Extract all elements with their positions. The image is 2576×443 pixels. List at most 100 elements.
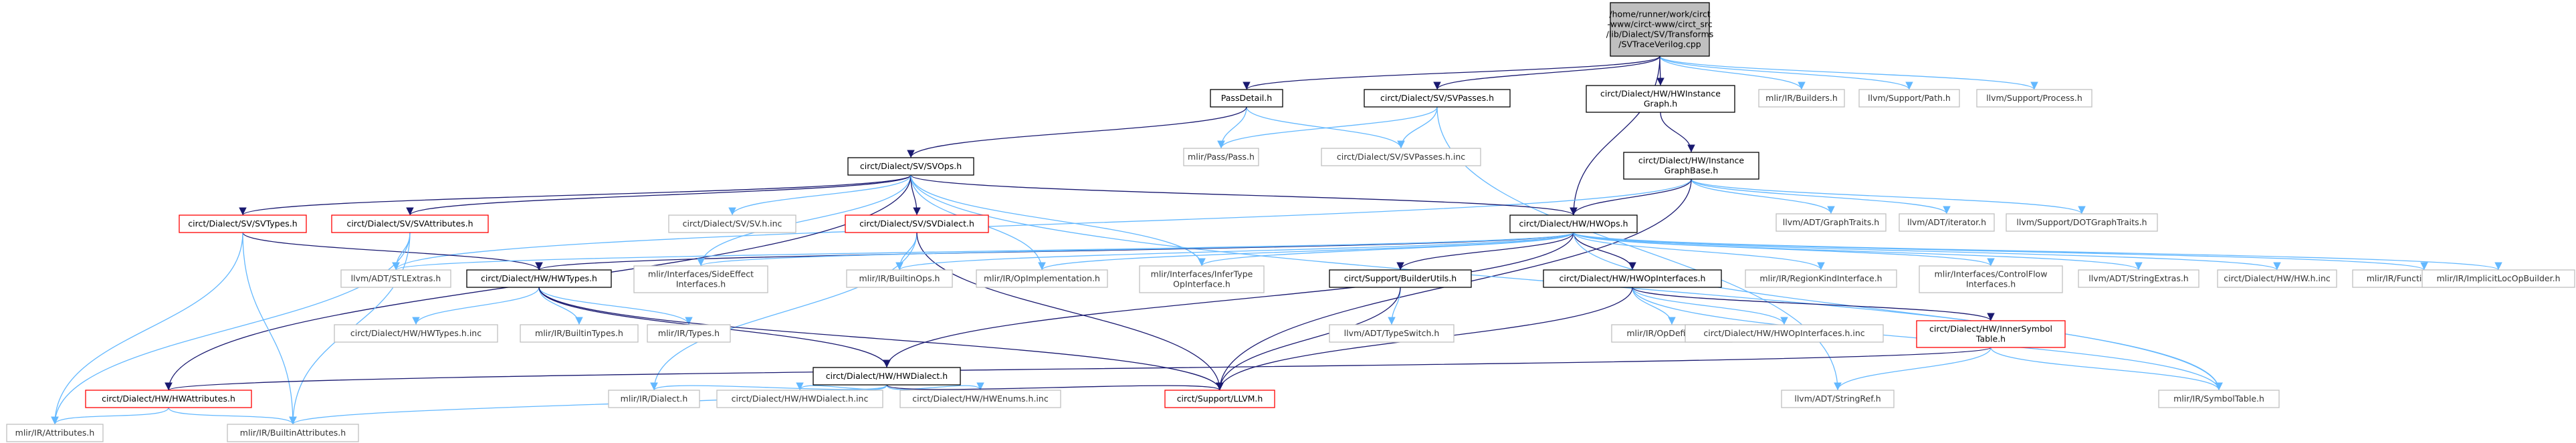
file-node-llvmh[interactable]: circt/Support/LLVM.h bbox=[1164, 390, 1275, 408]
file-node-box-passdetail bbox=[1210, 89, 1283, 108]
edge-instgraphbase-to-iterator bbox=[1691, 178, 1951, 214]
file-node-box-stringextras bbox=[2078, 269, 2199, 288]
file-node-label: mlir/IR/Builders.h bbox=[1765, 93, 1838, 103]
file-node-builtinattrs: mlir/IR/BuiltinAttributes.h bbox=[227, 424, 359, 442]
edge-hwops-to-regionkind bbox=[1573, 232, 1825, 271]
file-node-builderutils[interactable]: circt/Support/BuilderUtils.h bbox=[1329, 269, 1472, 288]
file-node-label: mlir/IR/Types.h bbox=[658, 328, 720, 338]
file-node-label: mlir/IR/SymbolTable.h bbox=[2173, 394, 2264, 404]
edge-hwops-to-hwopinterfaces bbox=[1573, 232, 1636, 271]
file-node-hwdialect[interactable]: circt/Dialect/HW/HWDialect.h bbox=[813, 367, 961, 386]
file-node-hwtypeshinc: circt/Dialect/HW/HWTypes.h.inc bbox=[334, 324, 498, 343]
file-node-label: circt/Support/LLVM.h bbox=[1177, 394, 1263, 404]
file-node-label: circt/Dialect/HW/HWTypes.h.inc bbox=[350, 328, 481, 338]
file-node-root: /home/runner/work/circt-www/circt-www/ci… bbox=[1606, 2, 1713, 57]
file-node-box-hwops bbox=[1509, 214, 1638, 233]
file-node-box-builtintypes bbox=[520, 324, 639, 343]
file-node-svdialect[interactable]: circt/Dialect/SV/SVDialect.h bbox=[845, 214, 989, 233]
file-node-box-opimpl bbox=[976, 269, 1108, 288]
file-node-label: mlir/IR/ImplicitLocOpBuilder.h bbox=[2436, 273, 2560, 283]
file-node-label: -www/circt-www/circt_src bbox=[1607, 19, 1712, 29]
edge-hwdialect-to-dialect bbox=[650, 382, 887, 391]
file-node-hwattributes[interactable]: circt/Dialect/HW/HWAttributes.h bbox=[85, 390, 252, 408]
file-node-box-svattrs bbox=[331, 214, 489, 233]
file-node-box-hwdialecthinc bbox=[716, 390, 883, 408]
file-node-label: GraphBase.h bbox=[1665, 166, 1719, 176]
file-node-label: mlir/IR/BuiltinTypes.h bbox=[535, 328, 623, 338]
file-node-passdetail[interactable]: PassDetail.h bbox=[1210, 89, 1283, 108]
file-node-label: circt/Support/BuilderUtils.h bbox=[1344, 273, 1457, 283]
file-node-hwtypes[interactable]: circt/Dialect/HW/HWTypes.h bbox=[466, 269, 612, 288]
edge-passdetail-to-svops bbox=[907, 106, 1247, 158]
edge-layer bbox=[51, 55, 2502, 425]
edge-svtypes-to-attributes bbox=[51, 232, 243, 425]
edge-hwops-to-hwhinc bbox=[1573, 232, 2281, 271]
file-node-stringextras: llvm/ADT/StringExtras.h bbox=[2078, 269, 2199, 288]
edge-hwops-to-infertype bbox=[1198, 232, 1574, 267]
file-node-box-hwopinterfacesinc bbox=[1685, 324, 1884, 343]
file-node-box-stringref bbox=[1781, 390, 1895, 408]
file-node-box-svdialect bbox=[845, 214, 989, 233]
file-node-box-llvmh bbox=[1164, 390, 1275, 408]
edge-hwopinterfaces-to-opdefinition bbox=[1632, 287, 1676, 325]
file-node-label: circt/Dialect/HW/HWInstance bbox=[1600, 89, 1721, 99]
file-node-box-symboltable bbox=[2158, 390, 2280, 408]
file-node-hwopinterfaces[interactable]: circt/Dialect/HW/HWOpInterfaces.h bbox=[1543, 269, 1722, 288]
edge-hwdialect-to-hwenums bbox=[886, 382, 984, 391]
file-node-box-types bbox=[647, 324, 731, 343]
file-node-svpasses[interactable]: circt/Dialect/SV/SVPasses.h bbox=[1364, 89, 1511, 108]
edge-hwops-to-builtinops bbox=[895, 232, 1574, 271]
file-node-stlextras: llvm/ADT/STLExtras.h bbox=[340, 269, 451, 288]
file-node-box-svpassesinc bbox=[1321, 148, 1481, 166]
file-node-box-hwdialect bbox=[813, 367, 961, 386]
file-node-svattrs[interactable]: circt/Dialect/SV/SVAttributes.h bbox=[331, 214, 489, 233]
edge-root-to-process bbox=[1659, 55, 2038, 90]
file-node-box-hwtypeshinc bbox=[334, 324, 498, 343]
edge-builderutils-to-llvmh bbox=[1216, 287, 1401, 391]
file-node-label: mlir/IR/BuiltinAttributes.h bbox=[240, 428, 346, 438]
edge-svattrs-to-attributes bbox=[51, 232, 411, 425]
file-node-label: llvm/ADT/iterator.h bbox=[1907, 217, 1986, 227]
file-node-pass: mlir/Pass/Pass.h bbox=[1183, 148, 1259, 166]
edge-svops-to-svtypes bbox=[239, 174, 911, 216]
file-node-hwops[interactable]: circt/Dialect/HW/HWOps.h bbox=[1509, 214, 1638, 233]
file-node-box-controlflow bbox=[1919, 265, 2063, 293]
file-node-box-hwattributes bbox=[85, 390, 252, 408]
file-node-iterator: llvm/ADT/iterator.h bbox=[1899, 213, 1995, 232]
file-node-label: circt/Dialect/HW/Instance bbox=[1638, 156, 1745, 166]
file-node-symboltable: mlir/IR/SymbolTable.h bbox=[2158, 390, 2280, 408]
edge-instgraphbase-to-graphtraits bbox=[1691, 178, 1835, 214]
file-node-graphtraits: llvm/ADT/GraphTraits.h bbox=[1776, 213, 1887, 232]
edge-instgraphbase-to-dotgraph bbox=[1691, 178, 2086, 214]
edge-root-to-path bbox=[1659, 55, 1913, 90]
edge-svops-to-svhinc bbox=[728, 174, 911, 216]
edge-svpasses-to-pass bbox=[1217, 106, 1438, 149]
file-node-box-process bbox=[1976, 89, 2092, 108]
file-node-box-hwopinterfaces bbox=[1543, 269, 1722, 288]
file-node-label: llvm/ADT/TypeSwitch.h bbox=[1344, 328, 1440, 338]
file-node-box-svhinc bbox=[668, 214, 796, 233]
file-node-svtypes[interactable]: circt/Dialect/SV/SVTypes.h bbox=[179, 214, 307, 233]
file-node-label: PassDetail.h bbox=[1221, 93, 1272, 103]
file-node-process: llvm/Support/Process.h bbox=[1976, 89, 2092, 108]
edge-hwops-to-stringextras bbox=[1573, 232, 2143, 271]
edge-hwattributes-to-builtinattrs bbox=[168, 407, 297, 425]
file-node-box-sideeffect bbox=[633, 265, 768, 293]
file-node-label: mlir/Interfaces/SideEffect bbox=[648, 269, 754, 279]
file-node-box-innersymbol bbox=[1916, 320, 2066, 348]
file-node-label: llvm/ADT/STLExtras.h bbox=[351, 273, 441, 283]
file-node-svops[interactable]: circt/Dialect/SV/SVOps.h bbox=[847, 157, 974, 176]
edge-hwattributes-to-attributes bbox=[51, 407, 169, 425]
edge-instgraphbase-to-hwops bbox=[1570, 178, 1692, 216]
file-node-label: circt/Dialect/SV/SVTypes.h bbox=[188, 218, 297, 229]
file-node-label: llvm/Support/DOTGraphTraits.h bbox=[2016, 217, 2147, 227]
file-node-box-instgraphbase bbox=[1623, 152, 1759, 180]
file-node-stringref: llvm/ADT/StringRef.h bbox=[1781, 390, 1895, 408]
edge-instgraphbase-to-stlextras bbox=[392, 178, 1692, 271]
edge-hwtypes-to-hwtypeshinc bbox=[412, 287, 540, 325]
file-node-box-stlextras bbox=[340, 269, 451, 288]
